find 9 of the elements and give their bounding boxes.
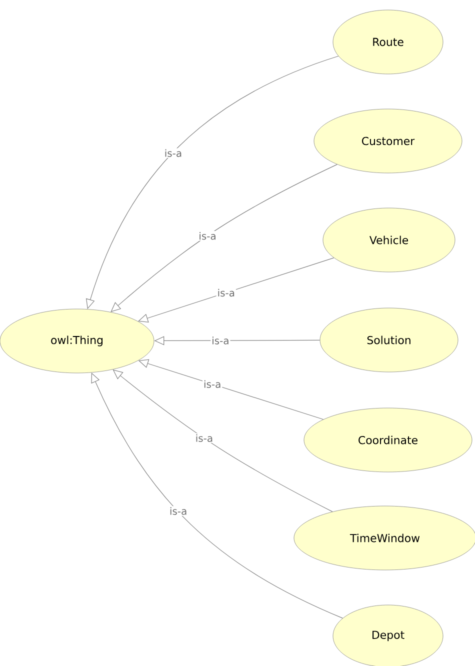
arrow <box>138 258 334 323</box>
edge-label: is-a <box>202 379 222 389</box>
edge-label: is-a <box>163 148 184 158</box>
edge-label: is-a <box>194 433 214 443</box>
edge-label: is-a <box>168 506 188 516</box>
edge-label: is-a <box>210 336 230 346</box>
edge-label: is-a <box>198 231 218 241</box>
edge-label: is-a <box>216 288 236 298</box>
arrow <box>110 164 338 312</box>
